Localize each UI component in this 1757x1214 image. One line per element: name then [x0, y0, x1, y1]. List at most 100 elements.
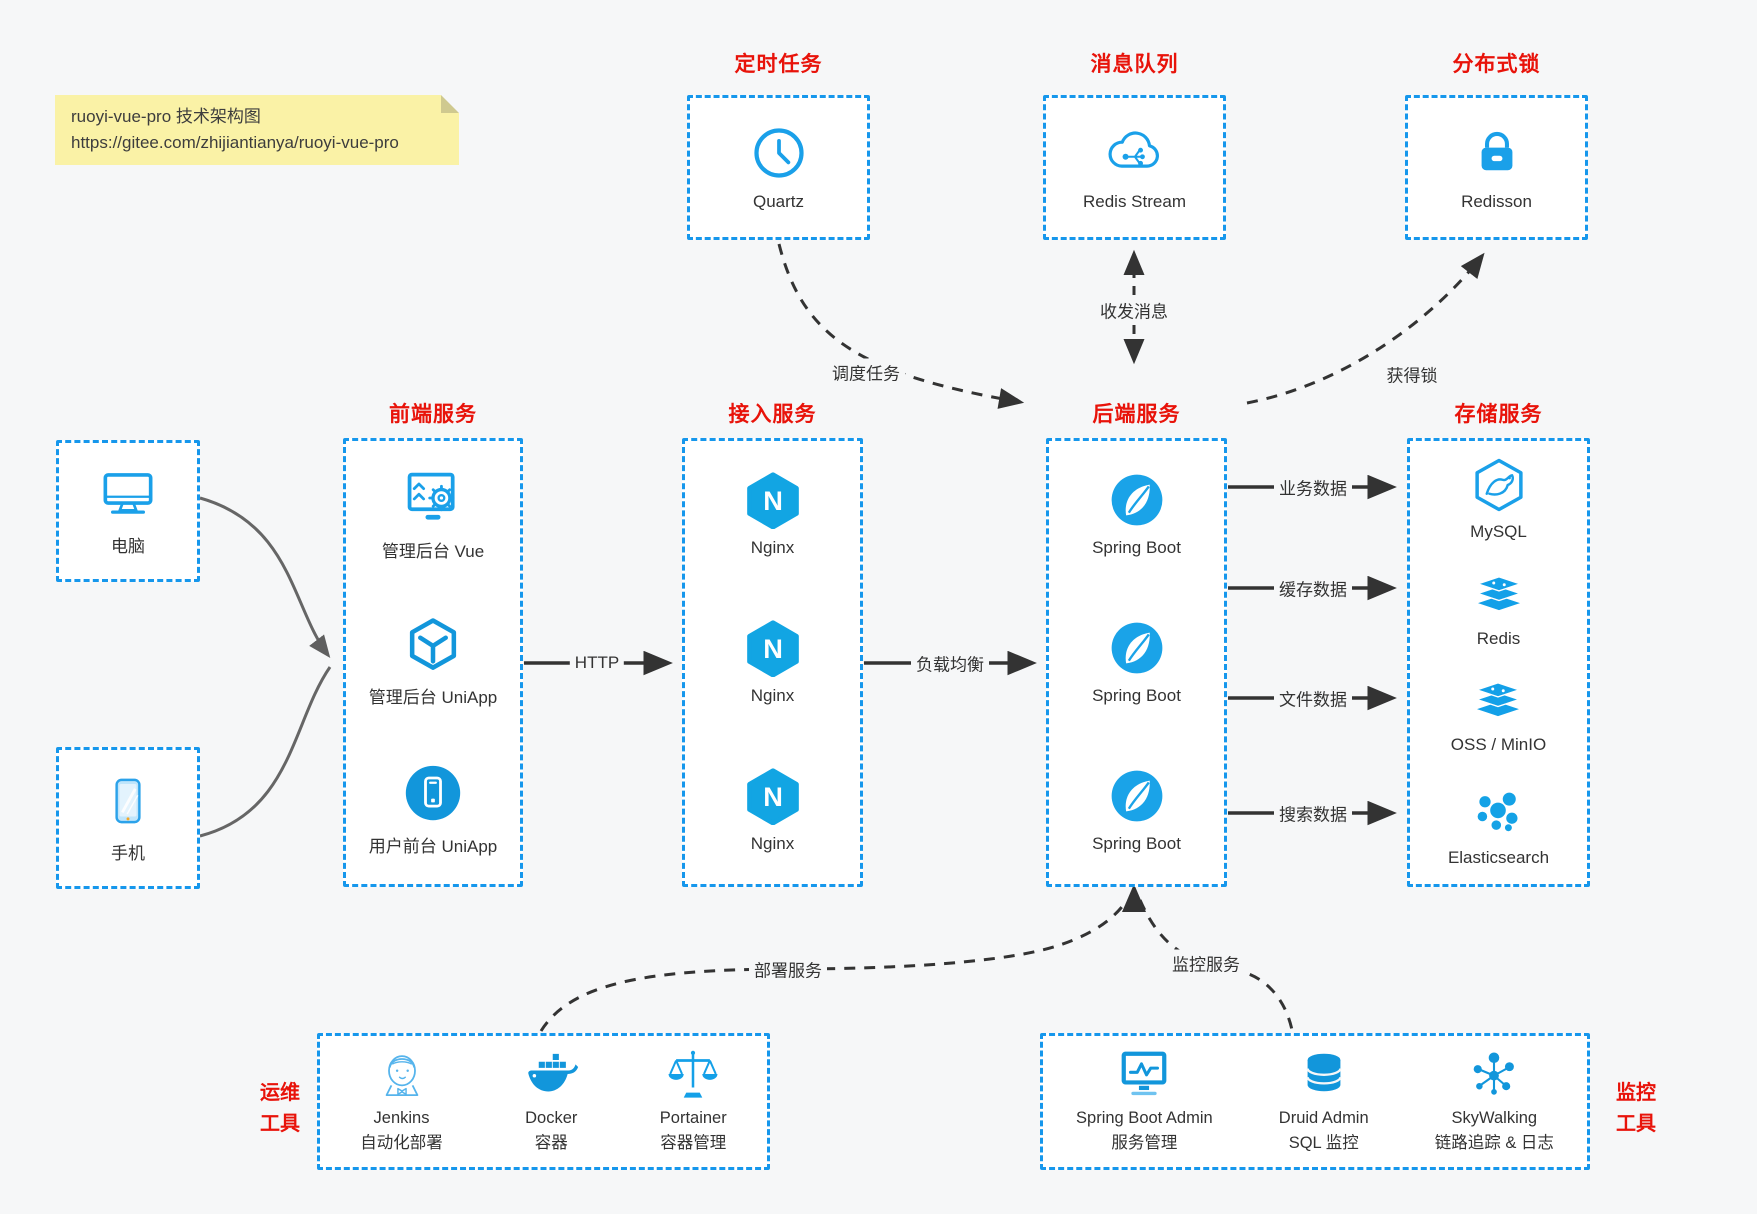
edge-label-deploy: 部署服务: [749, 955, 827, 983]
node-label: 电脑: [111, 537, 145, 556]
svg-text:N: N: [763, 633, 783, 664]
edge-lock-line: [1246, 252, 1485, 405]
sba-monitor-icon: [1122, 1051, 1167, 1095]
monitor-icon: [103, 473, 153, 514]
elasticsearch-icon: [1478, 792, 1518, 832]
box-redisson: Redisson: [1405, 95, 1588, 240]
user-app-icon: [405, 765, 461, 820]
edge-label-search-data: 搜索数据: [1274, 799, 1352, 827]
node-label: 管理后台 UniApp: [368, 688, 498, 708]
edge-phone-to-frontend: [199, 666, 332, 838]
svg-text:N: N: [763, 485, 783, 516]
node-redisson: Redisson: [1461, 123, 1532, 212]
node-label: Druid Admin SQL 监控: [1278, 1108, 1369, 1152]
node-spring-boot-3: Spring Boot: [1092, 767, 1181, 854]
nginx-icon: N: [746, 768, 799, 825]
box-phone-client: 手机: [56, 747, 200, 889]
storage-stack-icon: [1475, 682, 1522, 717]
spring-boot-icon: [1111, 622, 1162, 674]
spring-boot-icon: [1111, 770, 1162, 822]
admin-vue-icon: [407, 472, 455, 520]
node-spring-boot-admin: Spring Boot Admin 服务管理: [1076, 1048, 1213, 1156]
node-label: Spring Boot: [1092, 833, 1181, 853]
node-label: Redis: [1476, 628, 1521, 648]
group-title-backend: 后端服务: [1092, 403, 1181, 426]
group-title-distributed-lock: 分布式锁: [1452, 53, 1541, 76]
note-url: https://gitee.com/zhijiantianya/ruoyi-vu…: [71, 133, 399, 152]
node-pc: 电脑: [99, 465, 157, 557]
box-frontend-services: 管理后台 Vue 管理后台 UniApp 用户前台 UniApp: [343, 438, 523, 887]
edge-label-schedule: 调度任务: [827, 358, 905, 386]
portainer-icon: [668, 1050, 718, 1098]
node-label: Spring Boot Admin 服务管理: [1076, 1108, 1213, 1152]
node-label: Redisson: [1461, 192, 1532, 211]
node-label: Jenkins 自动化部署: [360, 1108, 443, 1152]
node-label: Nginx: [750, 685, 795, 705]
node-redis-stream: Redis Stream: [1083, 123, 1186, 212]
node-docker: Docker 容器: [523, 1048, 579, 1156]
node-elasticsearch: Elasticsearch: [1448, 787, 1549, 868]
node-label: 管理后台 Vue: [381, 542, 485, 562]
node-label: OSS / MinIO: [1450, 735, 1547, 755]
note-title: ruoyi-vue-pro 技术架构图: [71, 107, 261, 126]
uniapp-cube-icon: [409, 618, 457, 671]
edge-schedule-line: [777, 243, 1025, 409]
skywalking-icon: [1474, 1051, 1515, 1095]
node-label: Elasticsearch: [1447, 848, 1550, 868]
node-spring-boot-2: Spring Boot: [1092, 619, 1181, 706]
node-redis: Redis: [1471, 574, 1527, 649]
edge-label-load-balance: 负载均衡: [911, 649, 989, 677]
edge-deploy-monitor-arrowhead: [1122, 884, 1146, 912]
node-nginx-1: N Nginx: [744, 471, 802, 558]
node-portainer: Portainer 容器管理: [660, 1048, 727, 1156]
edge-deploy-line: [539, 899, 1129, 1032]
jenkins-icon: [385, 1054, 418, 1096]
group-title-frontend: 前端服务: [389, 403, 477, 426]
node-label: 手机: [111, 844, 145, 863]
node-mysql: MySQL: [1470, 457, 1527, 542]
node-label: Redis Stream: [1083, 192, 1186, 211]
edge-label-cache-data: 缓存数据: [1274, 574, 1352, 602]
redis-stack-icon: [1475, 575, 1522, 610]
cloud-queue-icon: [1108, 131, 1160, 168]
group-title-storage: 存储服务: [1454, 403, 1543, 426]
node-druid-admin: Druid Admin SQL 监控: [1279, 1048, 1369, 1156]
node-skywalking: SkyWalking 链路追踪 & 日志: [1435, 1048, 1554, 1156]
box-ops-tools: Jenkins 自动化部署 Docker 容器: [317, 1033, 770, 1170]
monitor-side-label: 监控 工具: [1616, 1082, 1656, 1135]
edge-label-http: HTTP: [569, 652, 625, 674]
node-label: Nginx: [750, 833, 795, 853]
node-nginx-2: N Nginx: [744, 619, 802, 706]
node-spring-boot-1: Spring Boot: [1092, 471, 1181, 558]
node-label: Spring Boot: [1092, 685, 1181, 705]
sticky-note: ruoyi-vue-pro 技术架构图 https://gitee.com/zh…: [55, 95, 459, 165]
edge-label-messages: 收发消息: [1095, 296, 1173, 324]
box-quartz: Quartz: [687, 95, 870, 240]
edge-pc-to-frontend: [199, 496, 331, 658]
nginx-icon: N: [746, 472, 799, 530]
node-user-uniapp: 用户前台 UniApp: [369, 763, 497, 857]
node-quartz: Quartz: [749, 123, 809, 212]
edge-label-lock: 获得锁: [1381, 360, 1443, 388]
ops-side-label: 运维 工具: [260, 1082, 300, 1135]
edge-label-business-data: 业务数据: [1274, 473, 1352, 501]
node-nginx-3: N Nginx: [744, 767, 802, 854]
node-phone: 手机: [102, 772, 154, 864]
node-label: Portainer 容器管理: [659, 1108, 727, 1152]
box-monitor-tools: Spring Boot Admin 服务管理 Druid Admin SQL 监…: [1040, 1033, 1590, 1170]
lock-icon: [1481, 131, 1512, 171]
node-label: SkyWalking 链路追踪 & 日志: [1434, 1108, 1554, 1152]
node-label: MySQL: [1470, 521, 1527, 541]
spring-boot-icon: [1111, 474, 1162, 526]
box-redis-stream: Redis Stream: [1043, 95, 1226, 240]
nginx-icon: N: [746, 620, 799, 677]
edge-label-monitor: 监控服务: [1167, 949, 1245, 977]
group-title-scheduled-tasks: 定时任务: [734, 53, 823, 76]
node-label: Quartz: [752, 192, 805, 211]
clock-icon: [753, 128, 804, 178]
docker-icon: [528, 1053, 579, 1091]
node-label: Spring Boot: [1092, 538, 1181, 558]
node-admin-uniapp: 管理后台 UniApp: [369, 616, 497, 708]
